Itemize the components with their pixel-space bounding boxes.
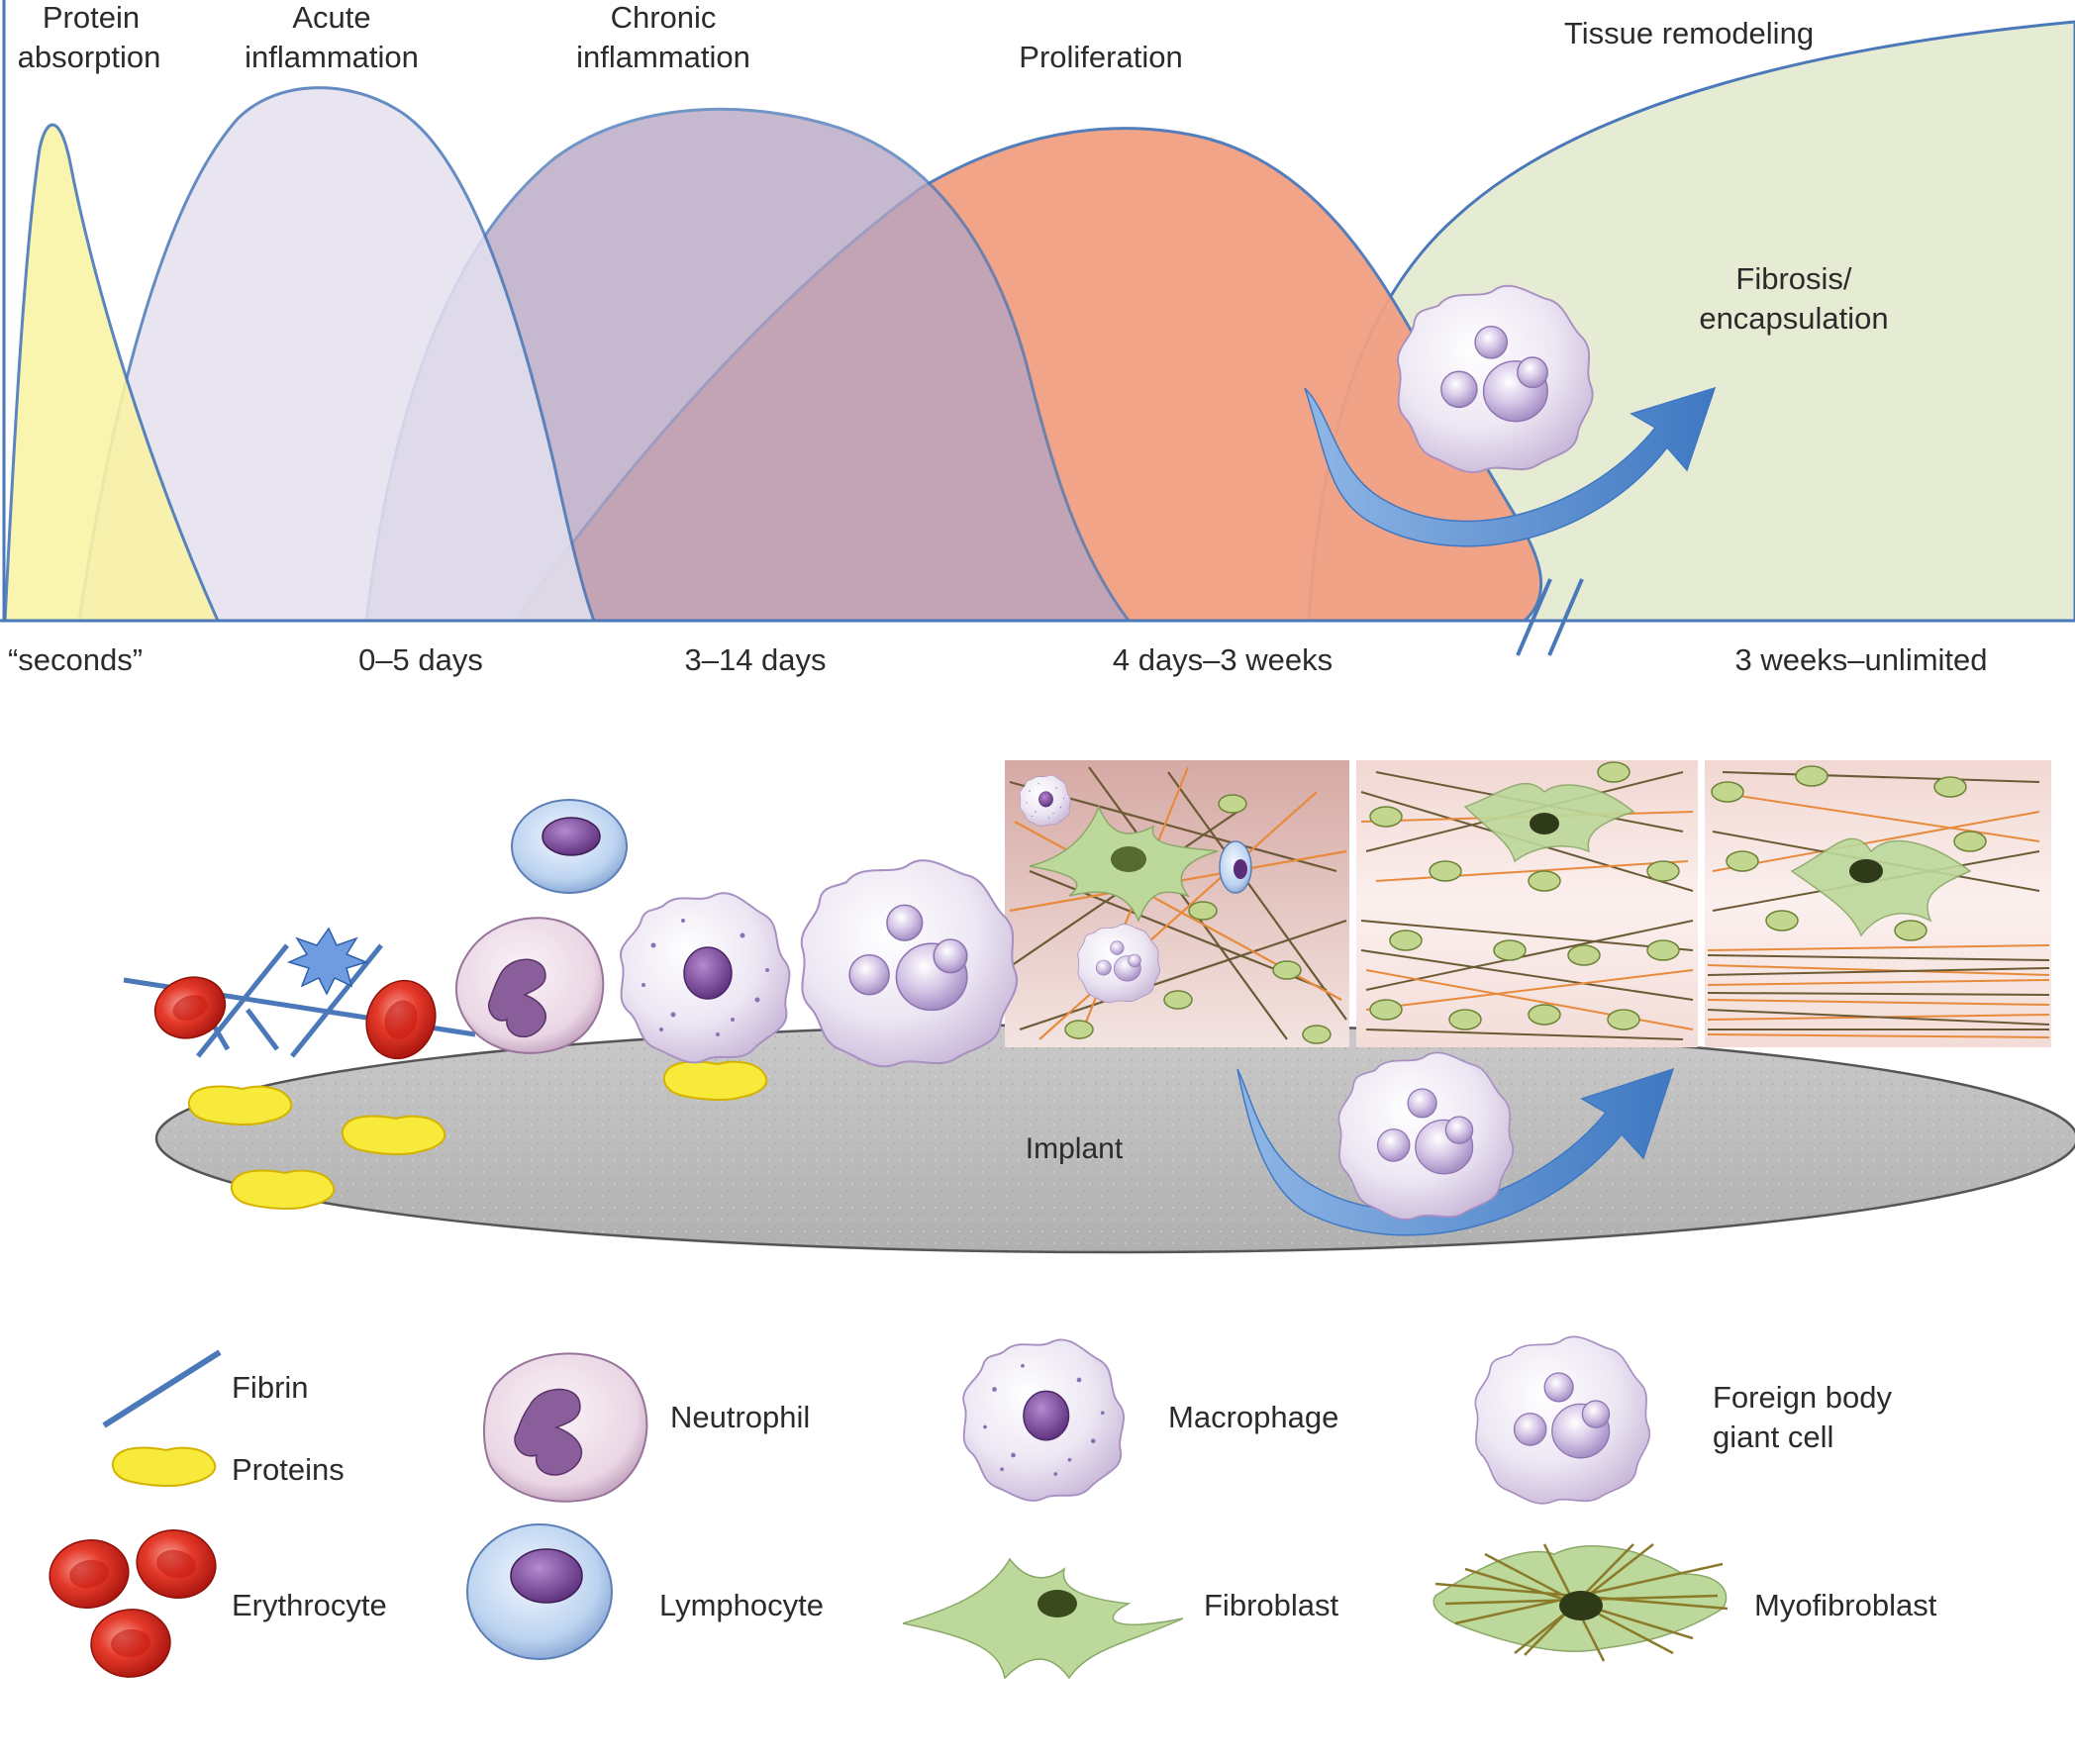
- legend-fbgc-1: Foreign body: [1713, 1380, 1892, 1415]
- time-label-4-days-3-weeks: 4 days–3 weeks: [1113, 642, 1333, 677]
- legend-fibrin: Fibrin: [232, 1370, 309, 1405]
- legend-neutrophil: Neutrophil: [670, 1400, 810, 1434]
- activated-platelet-icon: [286, 927, 369, 996]
- erythrocyte-2: [365, 979, 437, 1060]
- fibroblast-icon: [902, 1557, 1184, 1680]
- legend-fibroblast: Fibroblast: [1204, 1588, 1338, 1622]
- tissue-panel-2: [1356, 760, 1698, 1047]
- label-acute-1: Acute: [292, 0, 370, 35]
- legend-erythrocyte: Erythrocyte: [232, 1588, 387, 1622]
- time-label-3-weeks-unlimited: 3 weeks–unlimited: [1734, 642, 1987, 677]
- label-fibrosis-2: encapsulation: [1699, 301, 1888, 336]
- time-label-seconds: “seconds”: [8, 642, 143, 677]
- legend-lymphocyte: Lymphocyte: [659, 1588, 824, 1622]
- fibrin-icon: [102, 1349, 222, 1428]
- label-protein-absorption-2: absorption: [18, 40, 161, 74]
- curved-arrow-top: [1304, 386, 1717, 547]
- tissue-panel-1: [1004, 760, 1349, 1047]
- acute-inflammation-curve: [77, 86, 597, 623]
- foreign-body-giant-cell-bottom: [1337, 1051, 1515, 1221]
- time-label-3-14-days: 3–14 days: [684, 642, 826, 677]
- label-tissue-remodeling: Tissue remodeling: [1564, 16, 1814, 50]
- lymphocyte: [511, 799, 628, 894]
- label-chronic-2: inflammation: [576, 40, 750, 74]
- proteins-cluster: [188, 1060, 768, 1210]
- label-chronic-1: Chronic: [611, 0, 717, 35]
- legend-proteins: Proteins: [232, 1452, 345, 1487]
- axis-break-icon: [1516, 578, 1584, 656]
- erythrocyte-1: [153, 976, 227, 1039]
- foreign-body-giant-cell-top: [1397, 284, 1594, 474]
- myofibroblast-icon: [1433, 1543, 1729, 1662]
- label-acute-2: inflammation: [245, 40, 419, 74]
- implant-illustration: Implant: [123, 760, 2075, 1254]
- legend-fbgc-2: giant cell: [1713, 1420, 1833, 1454]
- neutrophil: [454, 917, 605, 1054]
- curved-arrow-bottom: [1236, 1067, 1675, 1236]
- protein-absorption-curve: [3, 123, 221, 623]
- lymphocyte-icon: [466, 1523, 613, 1660]
- legend-myofibroblast: Myofibroblast: [1754, 1588, 1937, 1622]
- macrophage: [619, 892, 791, 1064]
- proteins-icon: [112, 1446, 217, 1487]
- foreign-body-giant-cell-icon: [1474, 1335, 1651, 1505]
- foreign-body-giant-cell-middle: [800, 859, 1019, 1068]
- time-label-0-5-days: 0–5 days: [358, 642, 483, 677]
- legend: Fibrin Proteins Erythrocyte Neutrophil L…: [49, 1335, 1937, 1680]
- macrophage-icon: [962, 1338, 1125, 1502]
- label-proliferation: Proliferation: [1019, 40, 1182, 74]
- implant-label: Implant: [1026, 1132, 1124, 1165]
- legend-macrophage: Macrophage: [1168, 1400, 1338, 1434]
- phase-timeline: Protein absorption Acute inflammation Ch…: [0, 0, 2075, 677]
- label-protein-absorption-1: Protein: [43, 0, 140, 35]
- label-fibrosis-1: Fibrosis/: [1735, 261, 1852, 296]
- neutrophil-icon: [482, 1352, 648, 1503]
- tissue-panel-3: [1705, 760, 2051, 1047]
- erythrocyte-icon: [49, 1529, 217, 1678]
